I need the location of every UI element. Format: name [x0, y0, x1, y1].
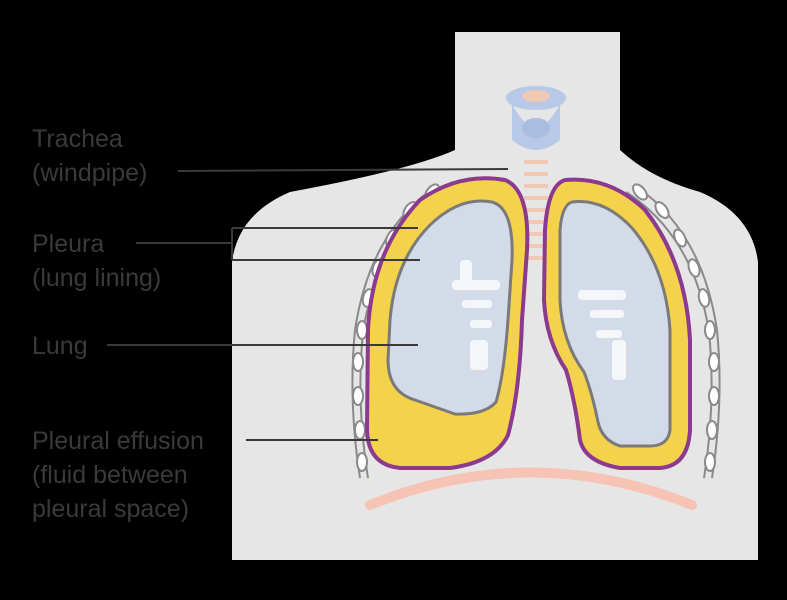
diaphragm — [365, 467, 697, 510]
label-pleura: Pleura (lung lining) — [32, 227, 161, 295]
label-trachea: Trachea (windpipe) — [32, 122, 147, 190]
label-pleura-line2: (lung lining) — [32, 264, 162, 292]
label-trachea-line1: Trachea — [32, 125, 123, 153]
label-effusion-line1: Pleural effusion — [32, 427, 204, 455]
bronchial-tree-icon — [452, 260, 626, 380]
label-trachea-line2: (windpipe) — [32, 159, 148, 187]
label-effusion: Pleural effusion (fluid between pleural … — [32, 424, 204, 526]
label-effusion-line2: (fluid between — [32, 461, 188, 489]
larynx-icon — [506, 86, 566, 150]
right-lung — [558, 200, 672, 448]
label-lung-line1: Lung — [32, 332, 88, 360]
label-pleura-line1: Pleura — [32, 230, 105, 258]
label-effusion-line3: pleural space) — [32, 495, 190, 523]
leader-lines — [107, 168, 509, 441]
label-lung: Lung — [32, 329, 88, 363]
